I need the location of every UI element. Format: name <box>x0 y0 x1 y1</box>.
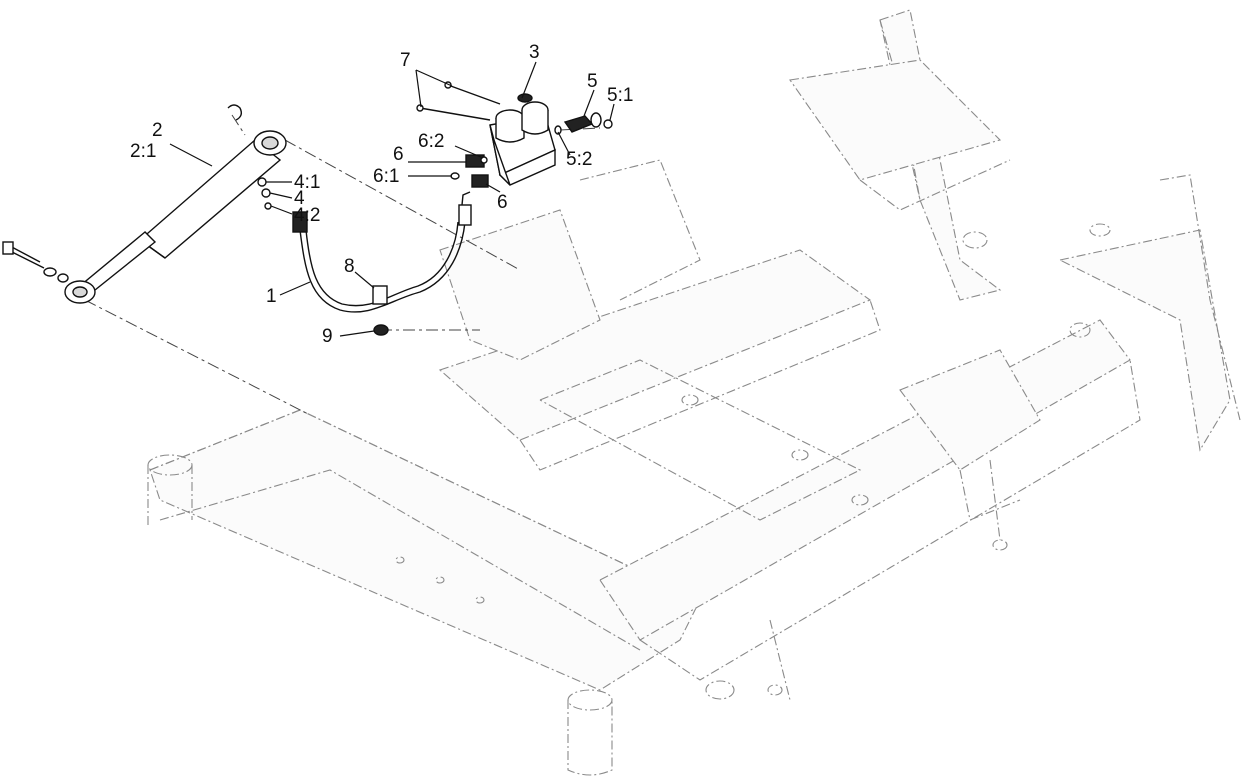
callout-5-2: 5:2 <box>566 149 592 170</box>
hydraulic-cylinder-part-2 <box>2 104 287 304</box>
callout-4-1: 4:1 <box>294 172 320 193</box>
callout-5-1: 5:1 <box>607 85 633 106</box>
callout-6-top: 6 <box>393 144 404 165</box>
callout-6-1: 6:1 <box>373 166 399 187</box>
callout-1: 1 <box>266 286 277 307</box>
callout-4-2: 4:2 <box>294 205 320 226</box>
callout-3: 3 <box>529 42 540 63</box>
leader-lines <box>169 61 615 337</box>
callout-6-2: 6:2 <box>418 131 444 152</box>
callout-2-1: 2:1 <box>130 141 156 162</box>
valve-block-part-3 <box>416 81 613 188</box>
callout-7: 7 <box>400 50 411 71</box>
callout-2: 2 <box>152 120 163 141</box>
callout-8: 8 <box>344 256 355 277</box>
callout-4: 4 <box>294 188 305 209</box>
callout-6-lower: 6 <box>497 192 508 213</box>
assembly-lines <box>84 114 601 416</box>
callout-labels: 7 3 5 5:1 6:2 6 5:2 6:1 6 2 2:1 4:1 4 4:… <box>130 42 633 347</box>
callout-9: 9 <box>322 326 333 347</box>
hose-part-1 <box>292 191 472 336</box>
chassis-frame <box>147 9 1241 776</box>
callout-5: 5 <box>587 71 598 92</box>
